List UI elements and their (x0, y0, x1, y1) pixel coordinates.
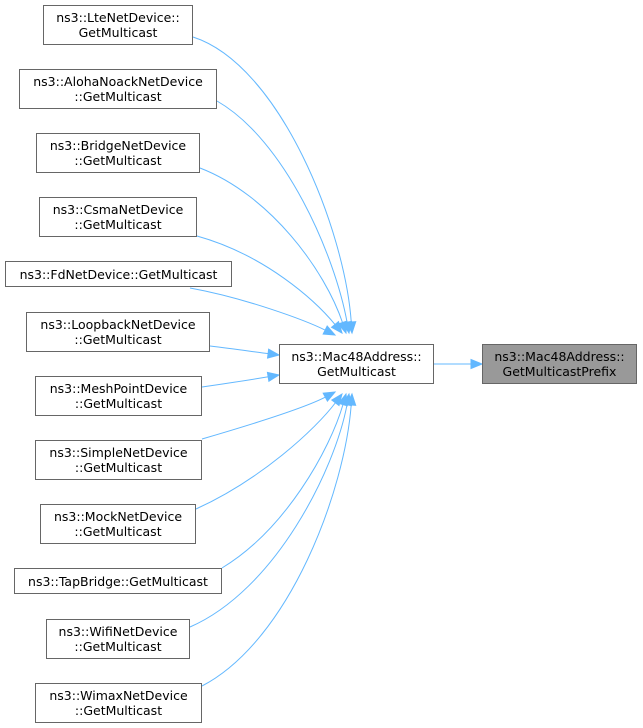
node-label-line1: ns3::FdNetDevice::GetMulticast (19, 266, 218, 282)
node-label-line1: ns3::SimpleNetDevice (49, 445, 188, 460)
node-label-line1: ns3::LteNetDevice:: (56, 10, 180, 25)
node-label-line1: ns3::AlohaNoackNetDevice (33, 74, 203, 89)
node-wimax-net-device[interactable]: ns3::WimaxNetDevice ::GetMulticast (35, 683, 202, 723)
node-label-line2: ::GetMulticast (74, 89, 162, 104)
edge-caller-to-center (201, 376, 270, 388)
edge-caller-to-center (216, 100, 348, 324)
node-label-line1: ns3::WimaxNetDevice (49, 688, 188, 703)
node-label-line2: ::GetMulticast (74, 639, 162, 654)
edge-arrowhead (266, 371, 281, 383)
node-wifi-net-device[interactable]: ns3::WifiNetDevice ::GetMulticast (46, 619, 190, 659)
node-label-line1: ns3::Mac48Address:: (291, 349, 422, 364)
edge-caller-to-center (199, 167, 344, 324)
edge-arrowhead (470, 358, 484, 370)
node-mac48-get-multicast[interactable]: ns3::Mac48Address:: GetMulticast (279, 344, 434, 384)
node-mesh-point-device[interactable]: ns3::MeshPointDevice ::GetMulticast (35, 376, 202, 416)
node-label-line1: ns3::Mac48Address:: (494, 349, 625, 364)
node-label-line2: GetMulticastPrefix (502, 364, 617, 379)
node-label-line1: ns3::MeshPointDevice (49, 381, 188, 396)
node-tap-bridge[interactable]: ns3::TapBridge::GetMulticast (14, 568, 222, 594)
edge-caller-to-center (201, 403, 352, 687)
node-mock-net-device[interactable]: ns3::MockNetDevice ::GetMulticast (40, 504, 196, 544)
edge-arrowhead (330, 320, 343, 335)
node-label-line2: ::GetMulticast (74, 217, 162, 232)
node-label-line2: ::GetMulticast (74, 332, 162, 347)
edge-caller-to-center (195, 401, 337, 510)
node-label-line1: ns3::BridgeNetDevice (49, 138, 187, 153)
node-label-line2: GetMulticast (78, 25, 158, 40)
node-bridge-net-device[interactable]: ns3::BridgeNetDevice ::GetMulticast (36, 133, 200, 173)
node-label-line2: ::GetMulticast (74, 396, 163, 411)
node-label-line1: ns3::CsmaNetDevice (52, 202, 184, 217)
node-label-line2: GetMulticast (317, 364, 396, 379)
edge-arrowhead (337, 320, 348, 335)
node-label-line2: ::GetMulticast (74, 153, 162, 168)
node-label-line1: ns3::MockNetDevice (53, 509, 183, 524)
node-loopback-net-device[interactable]: ns3::LoopbackNetDevice ::GetMulticast (26, 312, 210, 352)
node-fd-net-device[interactable]: ns3::FdNetDevice::GetMulticast (5, 261, 232, 287)
edge-caller-to-center (221, 403, 344, 569)
node-aloha-noack-net-device[interactable]: ns3::AlohaNoackNetDevice ::GetMulticast (19, 69, 217, 109)
edge-arrowhead (345, 392, 357, 406)
edge-arrowhead (266, 348, 281, 359)
node-label-line2: ::GetMulticast (74, 524, 162, 539)
node-lte-net-device[interactable]: ns3::LteNetDevice:: GetMulticast (43, 5, 193, 45)
node-label-line2: ::GetMulticast (74, 703, 163, 718)
node-label-line2: ::GetMulticast (74, 460, 163, 475)
node-label-line1: ns3::LoopbackNetDevice (40, 317, 196, 332)
node-simple-net-device[interactable]: ns3::SimpleNetDevice ::GetMulticast (35, 440, 202, 480)
edge-caller-to-center (189, 287, 327, 331)
edge-caller-to-center (189, 403, 348, 628)
edge-arrowhead (322, 325, 337, 336)
edge-caller-to-center (201, 396, 327, 440)
node-mac48-get-multicast-prefix[interactable]: ns3::Mac48Address:: GetMulticastPrefix (482, 344, 637, 384)
edge-caller-to-center (209, 345, 270, 355)
node-label-line1: ns3::TapBridge::GetMulticast (28, 573, 208, 589)
node-label-line1: ns3::WifiNetDevice (58, 624, 178, 639)
edge-arrowhead (322, 391, 337, 403)
edge-caller-to-center (196, 235, 337, 326)
node-csma-net-device[interactable]: ns3::CsmaNetDevice ::GetMulticast (39, 197, 197, 237)
edge-caller-to-center (192, 36, 352, 324)
